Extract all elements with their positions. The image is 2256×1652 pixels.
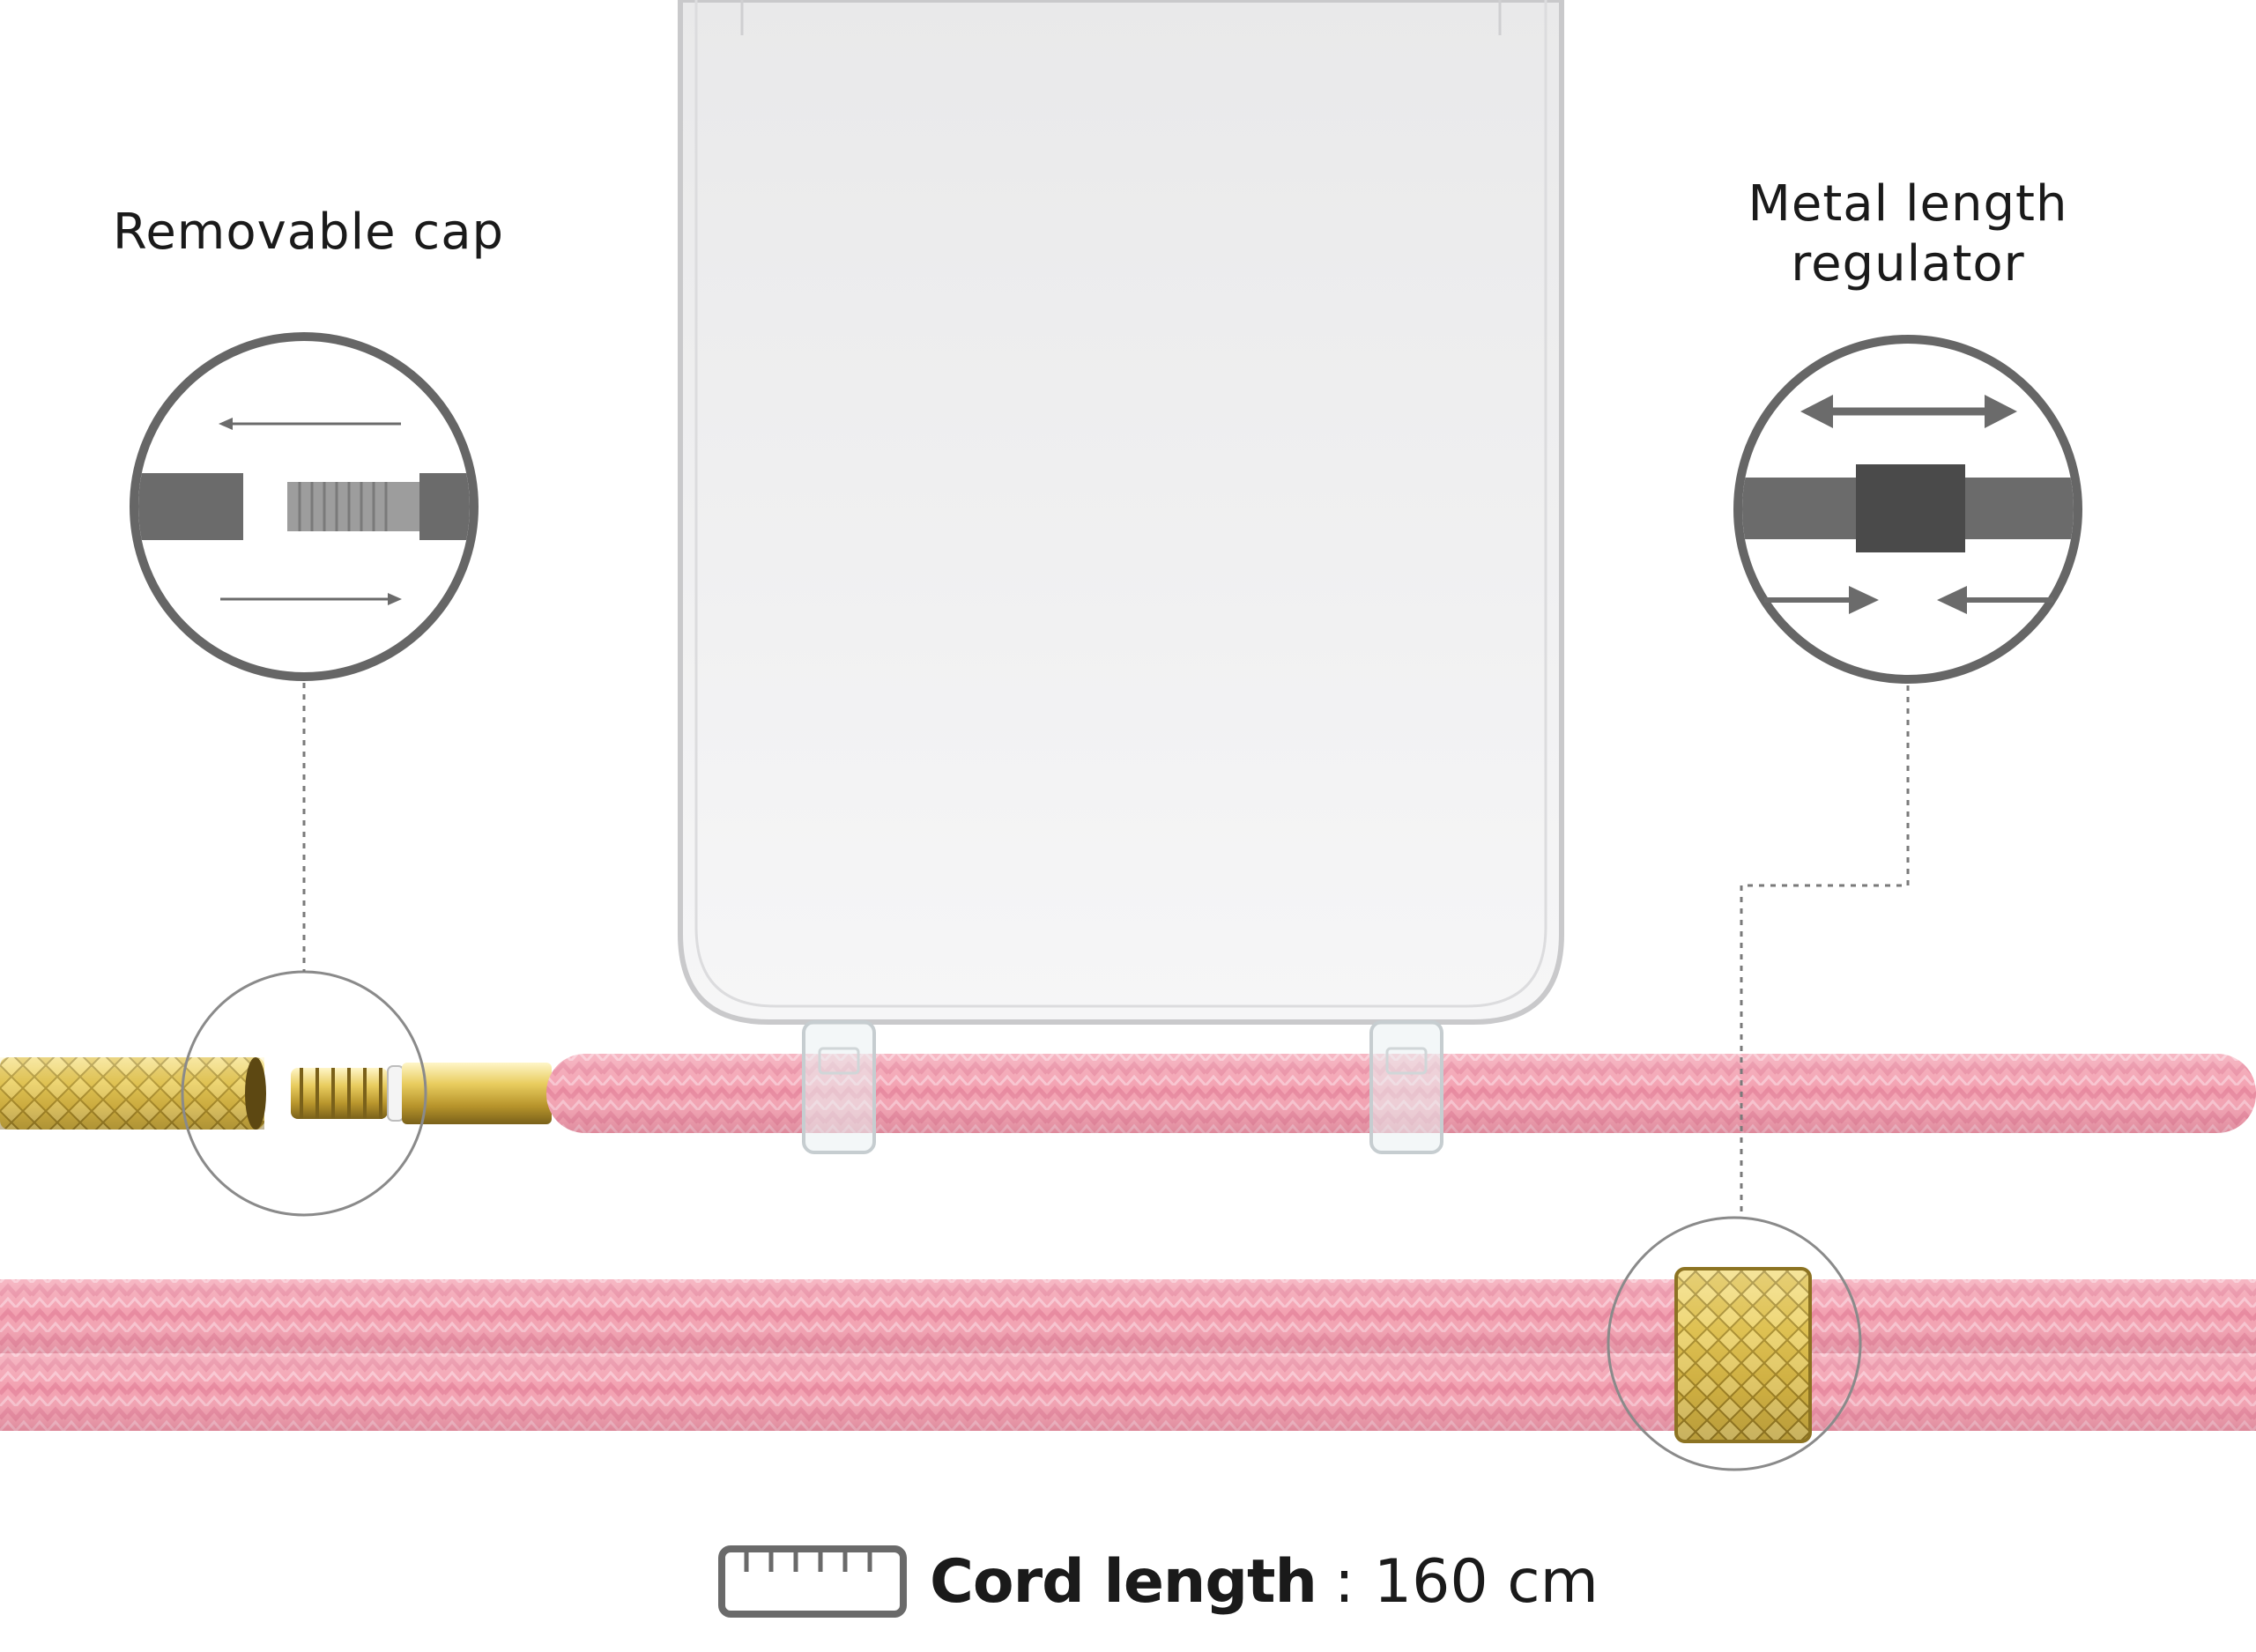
upper-cord <box>0 1054 2256 1133</box>
arrow-left-icon <box>219 418 401 430</box>
case-clip-left <box>802 1020 876 1154</box>
regulator-title-line1: Metal length <box>1748 175 2068 233</box>
double-arrow-icon <box>1800 395 2017 428</box>
regulator-title-line2: regulator <box>1791 235 2025 293</box>
cord-length-label: Cord length <box>930 1546 1317 1617</box>
cord-length-footer: Cord length : 160 cm <box>718 1533 1599 1630</box>
lower-cord <box>0 1279 2256 1431</box>
case-clip-right <box>1369 1020 1443 1154</box>
metal-length-regulator-title: Metal length regulator <box>1657 174 2159 294</box>
regulator-leader-line <box>1740 685 1910 1218</box>
cord-length-value: 160 cm <box>1373 1546 1599 1617</box>
clear-phone-case <box>678 0 1564 1025</box>
cord-length-separator: : <box>1333 1546 1354 1617</box>
removable-cap-title: Removable cap <box>112 204 505 261</box>
metal-length-regulator <box>1674 1267 1812 1443</box>
arrow-right-icon <box>220 593 402 605</box>
length-regulator-diagram <box>1733 335 2082 684</box>
removable-cap-diagram <box>130 332 479 681</box>
arrow-inward-left-icon <box>1764 586 1879 614</box>
ruler-icon <box>718 1545 907 1618</box>
arrow-inward-right-icon <box>1937 586 2053 614</box>
regulator-highlight-ring <box>1607 1216 1862 1471</box>
